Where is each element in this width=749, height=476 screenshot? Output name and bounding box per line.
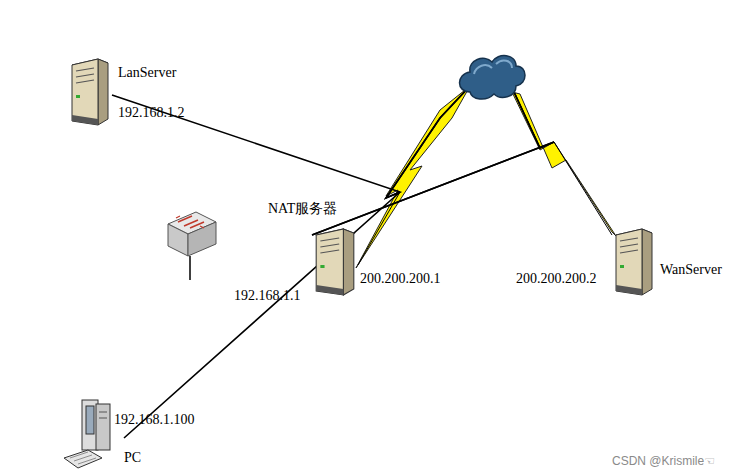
node-label: 200.200.200.2	[516, 271, 597, 287]
pc-node: 192.168.1.100PC	[62, 398, 124, 470]
server-icon	[312, 225, 358, 297]
server-node: LanServer192.168.1.2	[68, 55, 112, 127]
server-node: NAT服务器192.168.1.1200.200.200.1	[312, 225, 358, 297]
server-icon	[612, 225, 656, 297]
server-node: 200.200.200.2WanServer	[612, 225, 656, 297]
device-name: NAT服务器	[268, 201, 337, 217]
node-label: WanServer	[660, 262, 722, 278]
node-label: 200.200.200.1	[360, 271, 441, 287]
device-name: LanServer	[118, 65, 176, 81]
switch-icon	[168, 212, 216, 280]
lan-bus	[112, 78, 554, 235]
node-label: 192.168.1.2	[118, 105, 185, 121]
watermark: CSDN @Krismile☜	[612, 454, 715, 468]
node-label: PC	[124, 450, 141, 466]
lan-bus	[124, 78, 554, 438]
node-label: 192.168.1.100	[114, 412, 195, 428]
node-label: 192.168.1.1	[234, 288, 301, 304]
wan-link	[358, 78, 612, 265]
network-cloud	[460, 56, 526, 99]
lightning-bolt	[356, 86, 616, 268]
pc-icon	[62, 398, 124, 470]
server-icon	[68, 55, 112, 127]
